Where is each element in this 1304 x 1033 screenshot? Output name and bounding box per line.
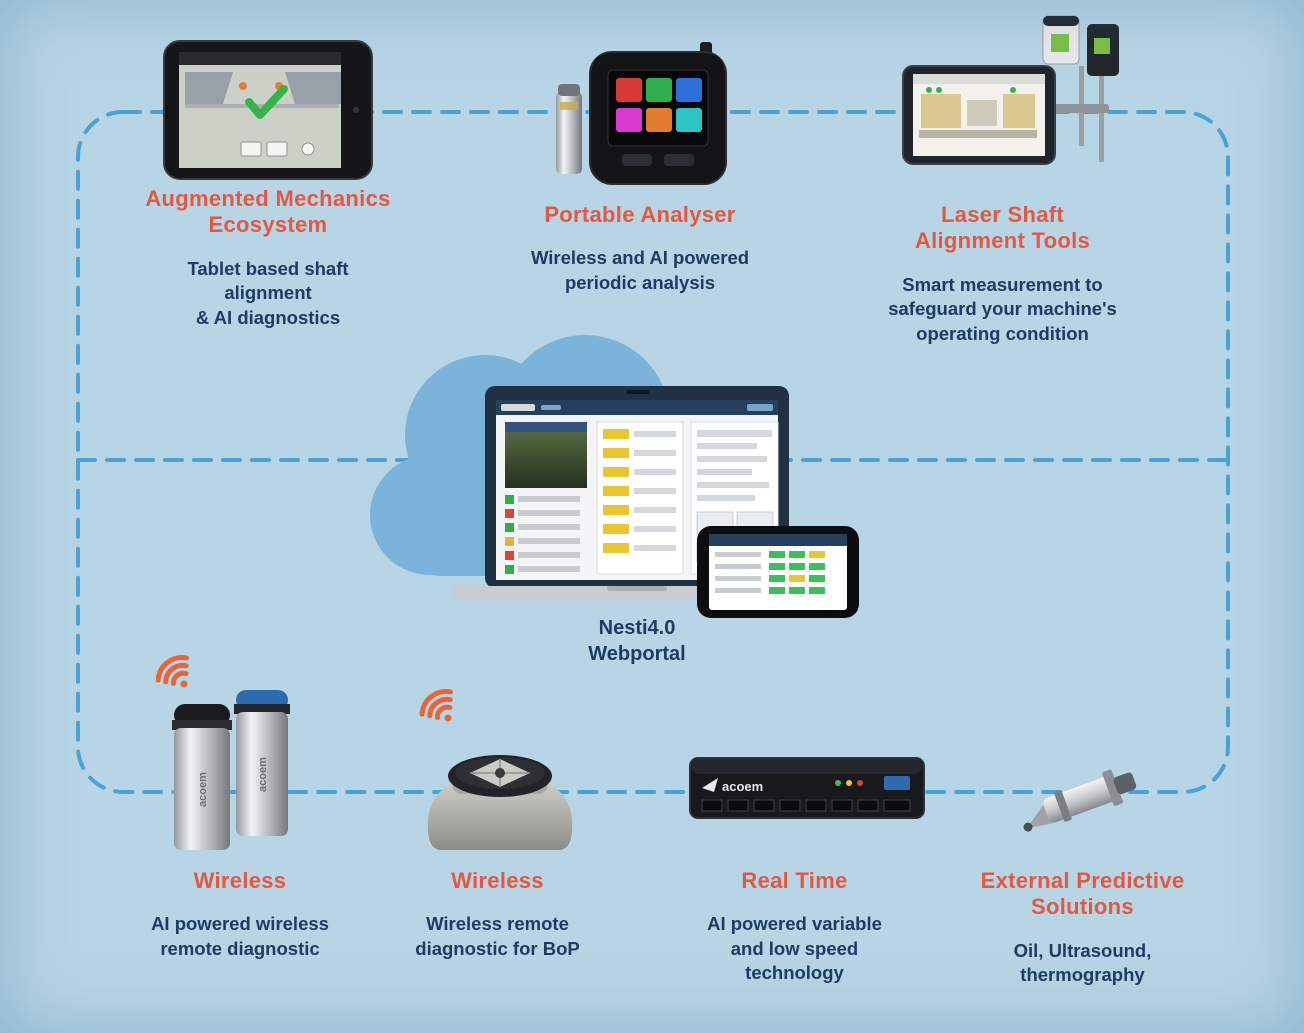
product-description: Oil, Ultrasound, thermography [1013,939,1152,986]
laser-alignment-image [902,15,1119,165]
brand-label: acoem [722,779,763,794]
wifi-waves-icon [419,689,453,722]
product-title: Laser Shaft Alignment Tools [914,202,1091,254]
product-description: Tablet based shaft alignment & AI diagno… [187,257,349,328]
round-sensor-body [427,755,573,850]
product-portable-analyser: Portable Analyser Wireless and AI powere… [495,202,785,295]
webportal-image [370,335,859,618]
svg-text:acoem: acoem [197,772,209,807]
product-title: External Predictive Solutions [980,868,1185,920]
product-description: Wireless remote diagnostic for BoP [415,913,580,959]
wireless-sensors-image: acoem acoem [155,655,290,850]
webportal-label: Nesti4.0 Webportal [588,617,686,665]
product-description: AI powered wireless remote diagnostic [151,913,329,959]
product-title: Portable Analyser [544,202,736,227]
sensor-black-cap: acoem [172,704,232,850]
probe-sensor-image [1023,769,1137,832]
phone-image [697,526,859,618]
product-augmented-mechanics: Augmented Mechanics Ecosystem Tablet bas… [118,186,418,330]
product-external-predictive: External Predictive Solutions Oil, Ultra… [955,868,1210,988]
svg-text:acoem: acoem [257,757,269,792]
portable-analyser-image [556,42,727,185]
product-wireless-bop: Wireless Wireless remote diagnostic for … [375,868,620,961]
augmented-mechanics-tablet-image [163,40,373,180]
round-sensor-image [419,689,573,850]
product-description: Wireless and AI powered periodic analysi… [530,247,750,293]
product-title: Wireless [451,868,544,893]
brand-logo-icon [702,778,718,792]
product-laser-shaft: Laser Shaft Alignment Tools Smart measur… [845,202,1160,346]
realtime-device-image: acoem [689,757,925,819]
product-title: Wireless [193,868,287,893]
product-description: Smart measurement to safeguard your mach… [888,273,1117,344]
product-wireless-sensors: Wireless AI powered wireless remote diag… [120,868,360,961]
product-title: Real Time [741,868,848,893]
wifi-waves-icon [155,655,189,688]
sensor-blue-cap: acoem [234,690,290,836]
product-description: AI powered variable and low speed techno… [707,913,882,984]
product-real-time: Real Time AI powered variable and low sp… [672,868,917,986]
product-title: Augmented Mechanics Ecosystem [145,186,391,238]
